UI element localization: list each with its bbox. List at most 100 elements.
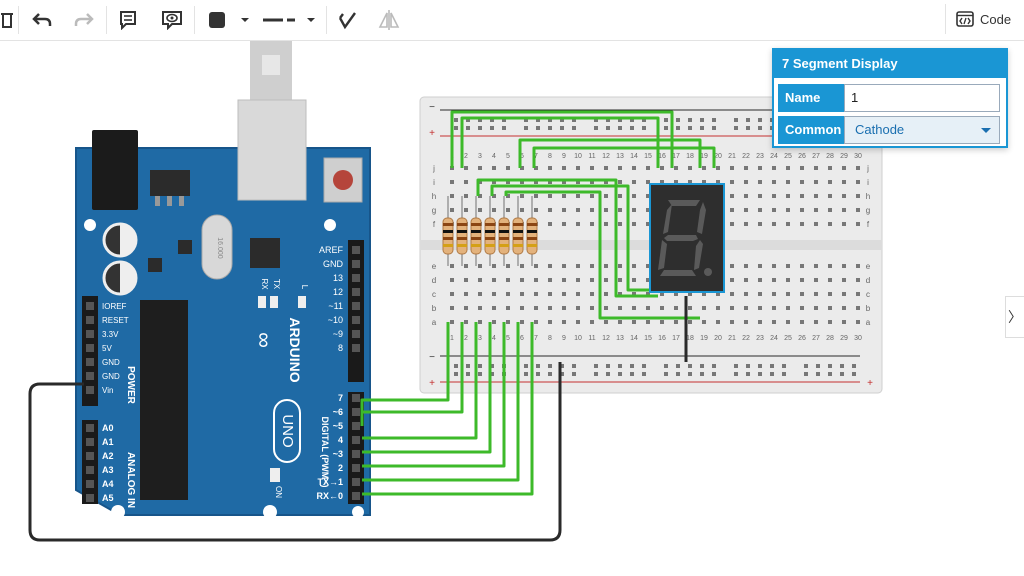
rail-hole[interactable] — [804, 372, 808, 376]
rail-hole[interactable] — [700, 372, 704, 376]
breadboard-hole[interactable] — [520, 264, 524, 268]
circuit-canvas[interactable]: 16.000 RX TX L ARDUINO ∞ UNO ON DIGITAL … — [0, 41, 1024, 576]
breadboard-hole[interactable] — [828, 222, 832, 226]
breadboard-hole[interactable] — [478, 208, 482, 212]
rail-hole[interactable] — [734, 126, 738, 130]
breadboard-hole[interactable] — [618, 208, 622, 212]
breadboard-hole[interactable] — [590, 320, 594, 324]
breadboard-hole[interactable] — [478, 306, 482, 310]
breadboard-hole[interactable] — [800, 194, 804, 198]
breadboard-hole[interactable] — [534, 208, 538, 212]
breadboard-hole[interactable] — [464, 278, 468, 282]
rail-hole[interactable] — [688, 118, 692, 122]
rail-hole[interactable] — [758, 364, 762, 368]
breadboard-hole[interactable] — [772, 306, 776, 310]
breadboard-hole[interactable] — [548, 320, 552, 324]
rail-hole[interactable] — [618, 118, 622, 122]
rail-hole[interactable] — [758, 118, 762, 122]
breadboard-hole[interactable] — [716, 166, 720, 170]
rail-hole[interactable] — [572, 364, 576, 368]
breadboard-hole[interactable] — [772, 194, 776, 198]
breadboard-hole[interactable] — [520, 166, 524, 170]
rail-hole[interactable] — [502, 118, 506, 122]
rail-hole[interactable] — [676, 372, 680, 376]
breadboard-hole[interactable] — [730, 222, 734, 226]
breadboard-hole[interactable] — [758, 208, 762, 212]
rail-hole[interactable] — [548, 372, 552, 376]
breadboard-hole[interactable] — [646, 208, 650, 212]
breadboard-hole[interactable] — [856, 292, 860, 296]
breadboard-hole[interactable] — [590, 306, 594, 310]
breadboard-hole[interactable] — [744, 208, 748, 212]
breadboard-hole[interactable] — [772, 292, 776, 296]
rail-hole[interactable] — [664, 372, 668, 376]
notes-icon[interactable] — [114, 4, 142, 36]
breadboard-hole[interactable] — [548, 194, 552, 198]
breadboard-hole[interactable] — [464, 194, 468, 198]
rail-hole[interactable] — [524, 364, 528, 368]
breadboard-hole[interactable] — [842, 180, 846, 184]
breadboard-hole[interactable] — [688, 306, 692, 310]
rail-hole[interactable] — [700, 126, 704, 130]
breadboard-hole[interactable] — [464, 264, 468, 268]
rail-hole[interactable] — [524, 118, 528, 122]
breadboard-hole[interactable] — [464, 166, 468, 170]
rail-hole[interactable] — [466, 364, 470, 368]
breadboard-hole[interactable] — [744, 306, 748, 310]
breadboard-hole[interactable] — [828, 306, 832, 310]
breadboard-hole[interactable] — [800, 264, 804, 268]
rail-hole[interactable] — [560, 364, 564, 368]
breadboard-hole[interactable] — [716, 292, 720, 296]
breadboard-hole[interactable] — [478, 264, 482, 268]
breadboard-hole[interactable] — [744, 320, 748, 324]
breadboard-hole[interactable] — [828, 166, 832, 170]
breadboard-hole[interactable] — [688, 320, 692, 324]
breadboard-hole[interactable] — [814, 292, 818, 296]
flip-icon[interactable] — [376, 4, 402, 36]
rail-hole[interactable] — [466, 126, 470, 130]
breadboard-hole[interactable] — [828, 292, 832, 296]
breadboard-hole[interactable] — [716, 180, 720, 184]
breadboard-hole[interactable] — [450, 320, 454, 324]
rail-hole[interactable] — [782, 364, 786, 368]
breadboard-hole[interactable] — [534, 264, 538, 268]
rail-hole[interactable] — [630, 364, 634, 368]
breadboard-hole[interactable] — [814, 278, 818, 282]
breadboard-hole[interactable] — [576, 292, 580, 296]
rail-hole[interactable] — [594, 126, 598, 130]
breadboard-hole[interactable] — [688, 166, 692, 170]
breadboard-hole[interactable] — [618, 292, 622, 296]
breadboard-hole[interactable] — [814, 264, 818, 268]
breadboard-hole[interactable] — [534, 180, 538, 184]
breadboard-hole[interactable] — [562, 292, 566, 296]
breadboard-hole[interactable] — [842, 278, 846, 282]
breadboard-hole[interactable] — [464, 320, 468, 324]
breadboard-hole[interactable] — [632, 208, 636, 212]
breadboard-hole[interactable] — [814, 320, 818, 324]
rail-hole[interactable] — [688, 364, 692, 368]
breadboard-hole[interactable] — [506, 292, 510, 296]
rail-hole[interactable] — [572, 118, 576, 122]
breadboard-hole[interactable] — [492, 306, 496, 310]
breadboard-hole[interactable] — [604, 222, 608, 226]
rail-hole[interactable] — [594, 372, 598, 376]
breadboard-hole[interactable] — [604, 208, 608, 212]
breadboard-hole[interactable] — [590, 222, 594, 226]
breadboard-hole[interactable] — [548, 306, 552, 310]
rail-hole[interactable] — [746, 372, 750, 376]
rail-hole[interactable] — [712, 364, 716, 368]
rail-hole[interactable] — [688, 372, 692, 376]
breadboard-hole[interactable] — [548, 166, 552, 170]
rail-hole[interactable] — [700, 364, 704, 368]
breadboard-hole[interactable] — [730, 264, 734, 268]
breadboard-hole[interactable] — [478, 320, 482, 324]
breadboard-hole[interactable] — [576, 264, 580, 268]
rail-hole[interactable] — [630, 126, 634, 130]
line-style-picker[interactable] — [260, 4, 320, 36]
breadboard-hole[interactable] — [702, 292, 706, 296]
breadboard-hole[interactable] — [604, 306, 608, 310]
breadboard-hole[interactable] — [576, 166, 580, 170]
breadboard-hole[interactable] — [576, 306, 580, 310]
breadboard-hole[interactable] — [772, 278, 776, 282]
ground-wire[interactable] — [28, 296, 688, 542]
